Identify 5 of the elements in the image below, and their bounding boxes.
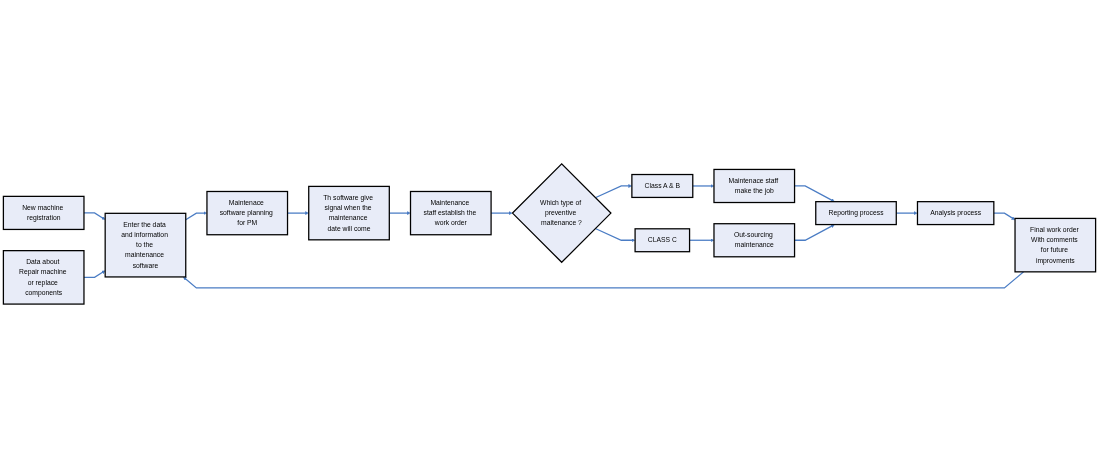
- arrow: [594, 227, 636, 243]
- arrow: [993, 212, 1016, 220]
- arrow: [83, 212, 106, 220]
- arrow: [83, 270, 106, 278]
- arrow: [183, 271, 1025, 289]
